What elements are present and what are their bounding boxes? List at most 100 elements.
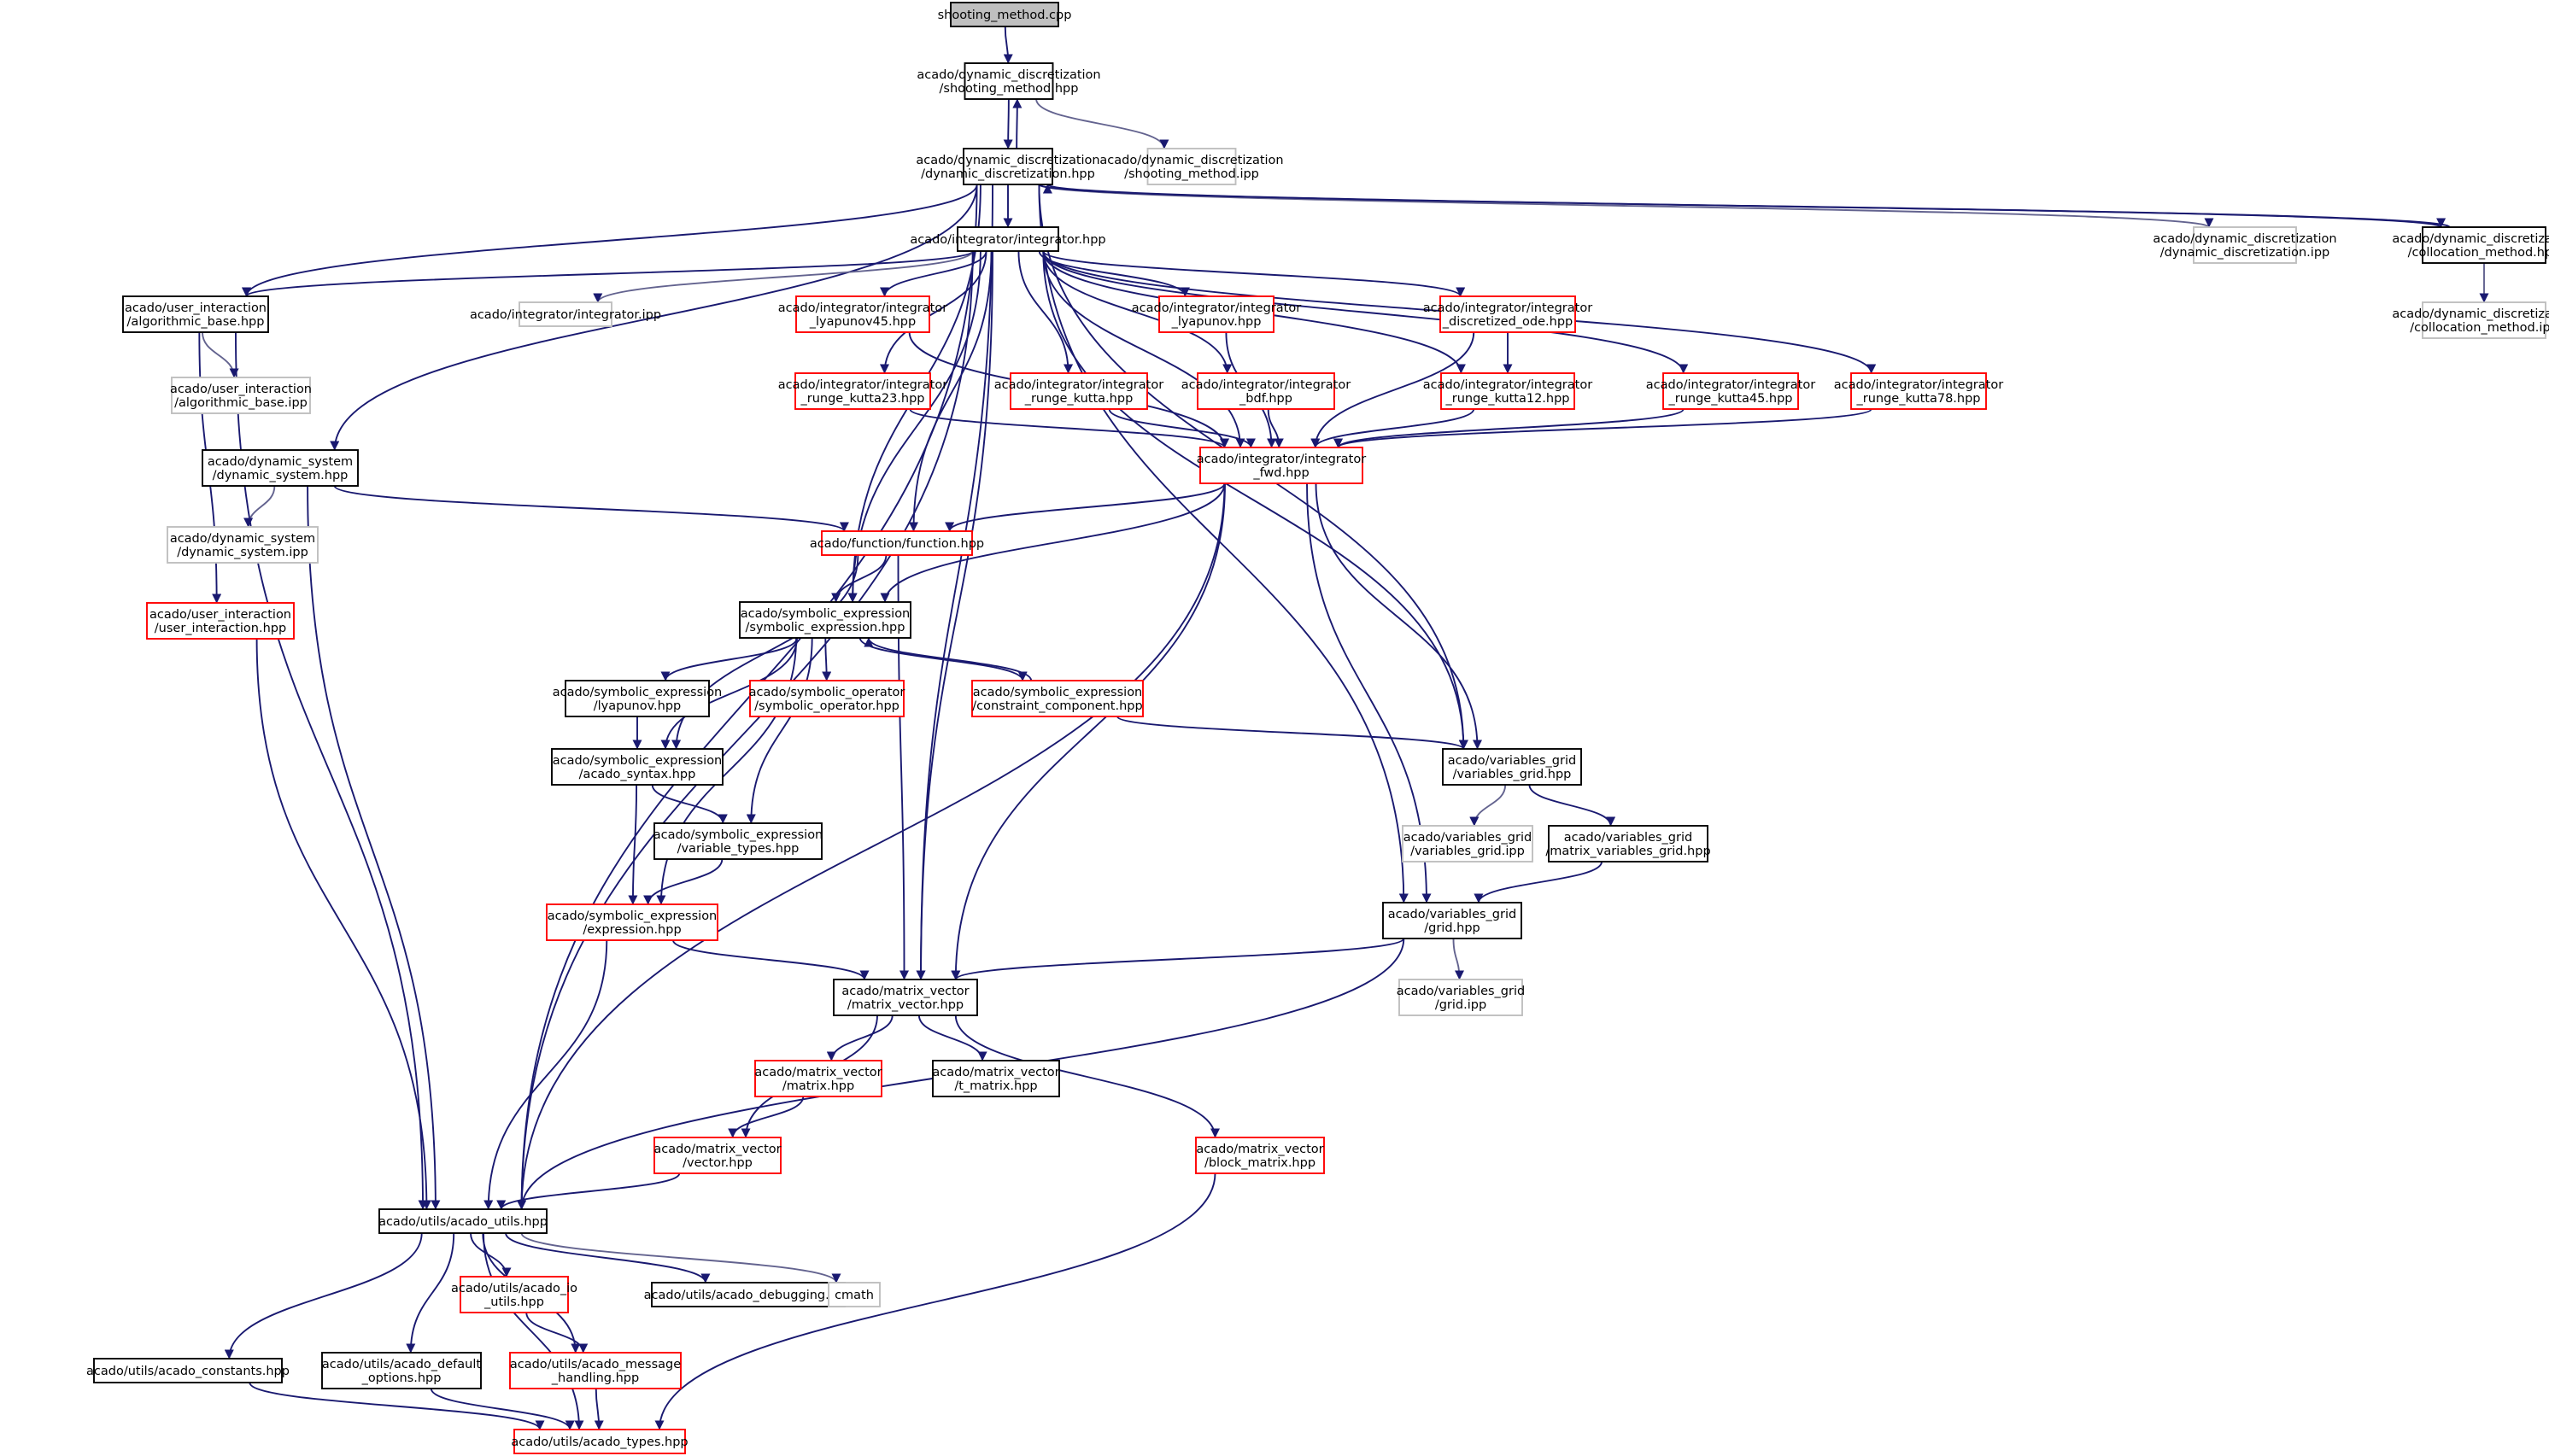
node-constr[interactable]: acado/symbolic_expression/constraint_com…	[971, 680, 1144, 717]
node-label: /lyapunov.hpp	[594, 699, 682, 713]
node-mvgrid[interactable]: acado/variables_grid/matrix_variables_gr…	[1545, 825, 1711, 862]
node-cm_hpp[interactable]: acado/dynamic_discretization/collocation…	[2392, 226, 2549, 264]
node-box	[833, 979, 978, 1016]
node-grid[interactable]: acado/variables_grid/grid.hpp	[1382, 902, 1522, 939]
node-ly45[interactable]: acado/integrator/integrator_lyapunov45.h…	[778, 295, 947, 333]
node-defopt[interactable]: acado/utils/acado_default_options.hpp	[321, 1352, 482, 1389]
node-label: acado/utils/acado_constants.hpp	[86, 1365, 290, 1378]
edge-dynsys-to-utils	[307, 485, 441, 1210]
node-tmatrix[interactable]: acado/matrix_vector/t_matrix.hpp	[932, 1060, 1060, 1097]
node-box	[651, 1282, 846, 1307]
node-msg[interactable]: acado/utils/acado_message_handling.hpp	[509, 1352, 682, 1389]
node-label: acado/dynamic_discretization	[2153, 232, 2336, 246]
node-box	[1439, 295, 1576, 333]
node-dynsys[interactable]: acado/dynamic_system/dynamic_system.hpp	[202, 449, 359, 487]
node-vector[interactable]: acado/matrix_vector/vector.hpp	[653, 1137, 782, 1174]
edge-int_hpp-to-utils	[517, 250, 974, 1210]
node-label: acado/symbolic_operator	[749, 686, 905, 699]
node-block[interactable]: acado/matrix_vector/block_matrix.hpp	[1195, 1137, 1325, 1174]
node-expr[interactable]: acado/symbolic_expression/expression.hpp	[546, 903, 718, 941]
node-label: acado/utils/acado_io	[451, 1282, 577, 1295]
edge-line	[916, 184, 993, 980]
node-label: shooting_method.cpp	[938, 9, 1072, 22]
node-label: acado/integrator/integrator	[1181, 378, 1351, 392]
edge-line	[916, 250, 993, 980]
edge-line	[651, 784, 728, 824]
node-symexpr[interactable]: acado/symbolic_expression/symbolic_expre…	[739, 601, 911, 639]
edge-fwd-to-func	[945, 482, 1226, 532]
edge-mv-to-tmatrix	[917, 1015, 987, 1061]
node-box	[551, 748, 724, 786]
node-label: /shooting_method.ipp	[1124, 167, 1259, 181]
node-mv[interactable]: acado/matrix_vector/matrix_vector.hpp	[833, 979, 978, 1016]
edge-int_hpp-to-algo	[242, 250, 974, 297]
node-label: /acado_syntax.hpp	[579, 768, 696, 781]
node-consts[interactable]: acado/utils/acado_constants.hpp	[86, 1358, 290, 1383]
edge-line	[496, 1172, 681, 1210]
node-io[interactable]: acado/utils/acado_io_utils.hpp	[451, 1276, 577, 1313]
node-rk45[interactable]: acado/integrator/integrator_runge_kutta4…	[1646, 372, 1815, 410]
node-label: acado/utils/acado_default	[322, 1358, 481, 1371]
node-label: _lyapunov45.hpp	[809, 315, 916, 329]
edge-line	[1042, 250, 1233, 374]
node-box	[828, 1282, 881, 1307]
node-dd_hpp[interactable]: acado/dynamic_discretization/dynamic_dis…	[916, 148, 1100, 185]
edge-rk23-to-fwd	[909, 408, 1229, 448]
edge-line	[430, 1388, 575, 1430]
edge-utils-to-debug	[505, 1232, 711, 1284]
node-matrix[interactable]: acado/matrix_vector/matrix.hpp	[754, 1060, 882, 1097]
node-label: acado/user_interaction	[149, 608, 291, 622]
node-disc[interactable]: acado/integrator/integrator_discretized_…	[1423, 295, 1592, 333]
node-utils[interactable]: acado/utils/acado_utils.hpp	[378, 1208, 548, 1234]
edge-line	[909, 408, 1229, 448]
node-rk12[interactable]: acado/integrator/integrator_runge_kutta1…	[1423, 372, 1592, 410]
node-ui[interactable]: acado/user_interaction/user_interaction.…	[146, 602, 295, 640]
edge-line	[954, 1015, 1220, 1138]
node-lyap[interactable]: acado/integrator/integrator_lyapunov.hpp	[1132, 295, 1301, 333]
node-func[interactable]: acado/function/function.hpp	[810, 530, 984, 556]
node-rk78[interactable]: acado/integrator/integrator_runge_kutta7…	[1834, 372, 2003, 410]
edge-line	[1333, 408, 1685, 448]
node-vgrid[interactable]: acado/variables_grid/variables_grid.hpp	[1442, 748, 1582, 786]
edge-line	[1038, 184, 2213, 228]
edge-line	[202, 331, 239, 378]
node-sm_hpp[interactable]: acado/dynamic_discretization/shooting_me…	[917, 62, 1101, 100]
node-algo[interactable]: acado/user_interaction/algorithmic_base.…	[122, 295, 269, 333]
node-label: acado/dynamic_discretization	[1099, 154, 1283, 167]
node-box	[932, 1060, 1060, 1097]
node-box	[821, 530, 973, 556]
node-fwd[interactable]: acado/integrator/integrator_fwd.hpp	[1197, 447, 1366, 484]
node-label: _handling.hpp	[551, 1371, 639, 1385]
node-label: /dynamic_discretization.ipp	[2160, 246, 2329, 260]
node-label: /user_interaction.hpp	[155, 622, 286, 635]
node-rk23[interactable]: acado/integrator/integrator_runge_kutta2…	[778, 372, 947, 410]
edge-utils-to-cmath	[520, 1232, 841, 1284]
edge-line	[831, 554, 888, 603]
node-int_hpp[interactable]: acado/integrator/integrator.hpp	[910, 226, 1106, 252]
node-rk[interactable]: acado/integrator/integrator_runge_kutta.…	[994, 372, 1163, 410]
edge-line	[1038, 184, 1409, 903]
node-debug[interactable]: acado/utils/acado_debugging.hpp	[644, 1282, 853, 1307]
node-root[interactable]: shooting_method.cpp	[938, 2, 1072, 27]
edge-line	[826, 1015, 894, 1061]
node-bdf[interactable]: acado/integrator/integrator_bdf.hpp	[1181, 372, 1351, 410]
edge-line	[235, 331, 428, 1210]
edge-symexpr-to-symlyap	[660, 637, 798, 681]
edge-line	[1469, 784, 1507, 827]
node-label: acado/user_interaction	[125, 301, 267, 315]
node-vartypes[interactable]: acado/symbolic_expression/variable_types…	[653, 822, 823, 860]
node-types[interactable]: acado/utils/acado_types.hpp	[511, 1429, 689, 1454]
edge-constr-to-vgrid	[1116, 716, 1468, 750]
node-box	[1402, 825, 1533, 862]
node-symlyap[interactable]: acado/symbolic_expression/lyapunov.hpp	[553, 680, 723, 717]
node-syntax[interactable]: acado/symbolic_expression/acado_syntax.h…	[551, 748, 724, 786]
node-symop[interactable]: acado/symbolic_operator/symbolic_operato…	[749, 680, 905, 717]
node-label: /symbolic_operator.hpp	[754, 699, 899, 713]
edge-symexpr-to-symop	[822, 637, 832, 681]
node-label: acado/integrator/integrator.hpp	[910, 233, 1105, 247]
edge-syntax-to-vartypes	[651, 784, 728, 824]
node-label: acado/variables_grid	[1388, 908, 1516, 921]
node-label: /vector.hpp	[683, 1156, 753, 1170]
node-box	[321, 1352, 482, 1389]
